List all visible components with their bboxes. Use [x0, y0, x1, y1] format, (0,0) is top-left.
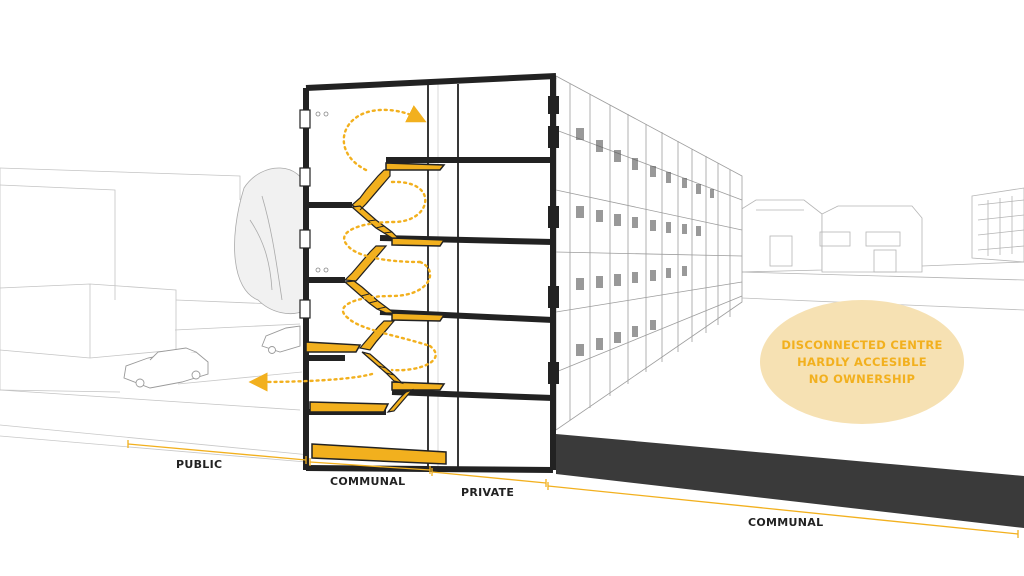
callout-bubble: DISCONNECTED CENTRE HARDLY ACCESIBLE NO … — [760, 300, 964, 424]
callout-line-3: NO OWNERSHIP — [808, 371, 916, 386]
stair-treads — [355, 182, 395, 376]
zone-label-public: PUBLIC — [176, 458, 223, 471]
road-lines — [0, 371, 311, 463]
dotted-arrow-loop-icon — [341, 105, 437, 372]
car-icon — [123, 325, 301, 389]
background-buildings-right — [739, 187, 1024, 281]
dotted-arrow-left-icon — [248, 372, 374, 392]
zone-label-communal-outer: COMMUNAL — [748, 516, 824, 529]
zone-label-communal-inner: COMMUNAL — [330, 475, 406, 488]
zone-label-private: PRIVATE — [461, 486, 515, 499]
facade-balconies — [576, 128, 714, 356]
stair-landings — [305, 162, 447, 465]
zone-lines — [127, 440, 1019, 538]
tree-icon — [234, 167, 307, 314]
callout-line-2: HARDLY ACCESIBLE — [797, 354, 927, 369]
callout-line-1: DISCONNECTED CENTRE — [781, 337, 943, 352]
